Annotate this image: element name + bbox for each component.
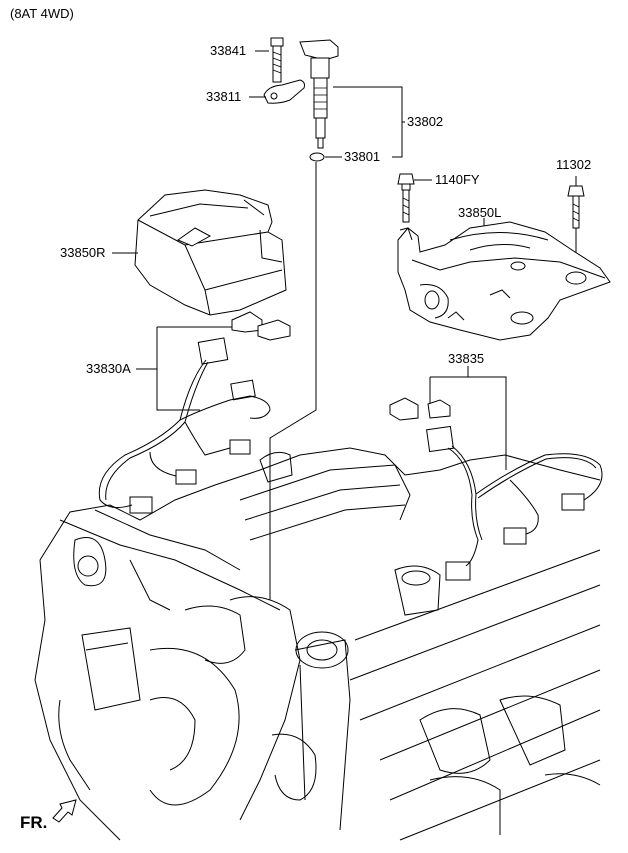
- engine-block: [34, 447, 601, 841]
- clamp-33811: [263, 79, 305, 104]
- label-33850R[interactable]: 33850R: [60, 245, 106, 260]
- bolt-33841: [270, 37, 284, 83]
- label-11302[interactable]: 11302: [556, 157, 592, 172]
- bolt-1140FY: [397, 173, 432, 223]
- front-direction-label: FR.: [20, 813, 48, 832]
- label-33802[interactable]: 33802: [407, 114, 444, 129]
- injector-assembly: [249, 37, 405, 600]
- label-33811[interactable]: 33811: [206, 89, 242, 104]
- engine-cover-33850L: [397, 173, 611, 341]
- washer-33801: [309, 152, 325, 162]
- label-33850L[interactable]: 33850L: [458, 205, 502, 220]
- bolt-11302: [567, 176, 585, 275]
- label-33801[interactable]: 33801: [344, 149, 381, 164]
- engine-cover-33850R: [112, 189, 287, 316]
- label-33841[interactable]: 33841: [210, 43, 247, 58]
- label-33830A[interactable]: 33830A: [86, 361, 131, 376]
- label-1140FY[interactable]: 1140FY: [435, 172, 480, 187]
- variant-title: (8AT 4WD): [10, 6, 74, 21]
- front-arrow-icon: [52, 799, 77, 823]
- label-33835[interactable]: 33835: [448, 351, 485, 366]
- harness-33835: [389, 366, 603, 581]
- harness-33830A: [98, 311, 291, 514]
